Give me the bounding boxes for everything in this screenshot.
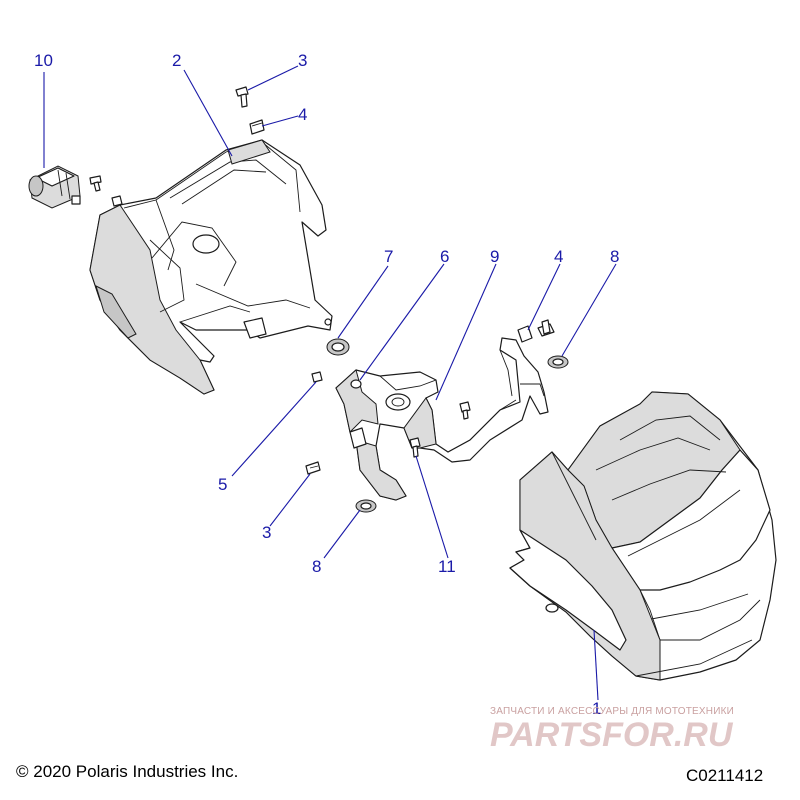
callout-1: 1 — [592, 699, 601, 718]
callout-5: 5 — [218, 475, 227, 494]
watermark-logo-text: PARTSFOR.RU — [490, 716, 734, 754]
callout-4-right: 4 — [554, 247, 563, 266]
part-11-screw — [409, 437, 421, 458]
leader-lines — [43, 65, 617, 701]
part-3-screw-left — [89, 175, 102, 192]
part-8-washer-right — [547, 355, 569, 369]
part-9-bracket — [335, 337, 549, 501]
callout-6: 6 — [440, 247, 449, 266]
part-3-screw-top — [235, 86, 249, 108]
callout-8-lower: 8 — [312, 557, 321, 576]
callout-11: 11 — [438, 557, 456, 576]
part-8-washer-lower — [355, 499, 377, 513]
part-7-grommet — [326, 338, 350, 356]
callout-3-lower: 3 — [262, 523, 271, 542]
copyright-text: © 2020 Polaris Industries Inc. — [16, 762, 239, 781]
watermark-caption: ЗАПЧАСТИ И АКСЕССУАРЫ ДЛЯ МОТОТЕХНИКИ — [490, 706, 735, 717]
callout-3-top: 3 — [298, 51, 307, 70]
callout-7: 7 — [384, 247, 393, 266]
part-1-front-housing — [509, 391, 777, 681]
bracket-screw — [459, 401, 471, 420]
part-3-screw-lower — [305, 461, 321, 475]
part-5-screw — [311, 371, 323, 383]
part-10-actuator — [28, 165, 81, 209]
diagram-code: C0211412 — [686, 766, 764, 785]
watermark-logo: PARTSFOR.RU — [490, 716, 734, 754]
callout-9: 9 — [490, 247, 499, 266]
callout-10: 10 — [34, 51, 53, 70]
callout-numbers: 10 2 3 4 7 6 9 4 8 5 3 8 11 1 — [34, 51, 619, 718]
part-2-upper-housing — [89, 139, 333, 395]
part-4-clip-nut-right — [517, 319, 555, 343]
callout-4-top: 4 — [298, 105, 307, 124]
callout-2: 2 — [172, 51, 181, 70]
part-4-clip-nut-top — [249, 119, 265, 135]
callout-8-right: 8 — [610, 247, 619, 266]
